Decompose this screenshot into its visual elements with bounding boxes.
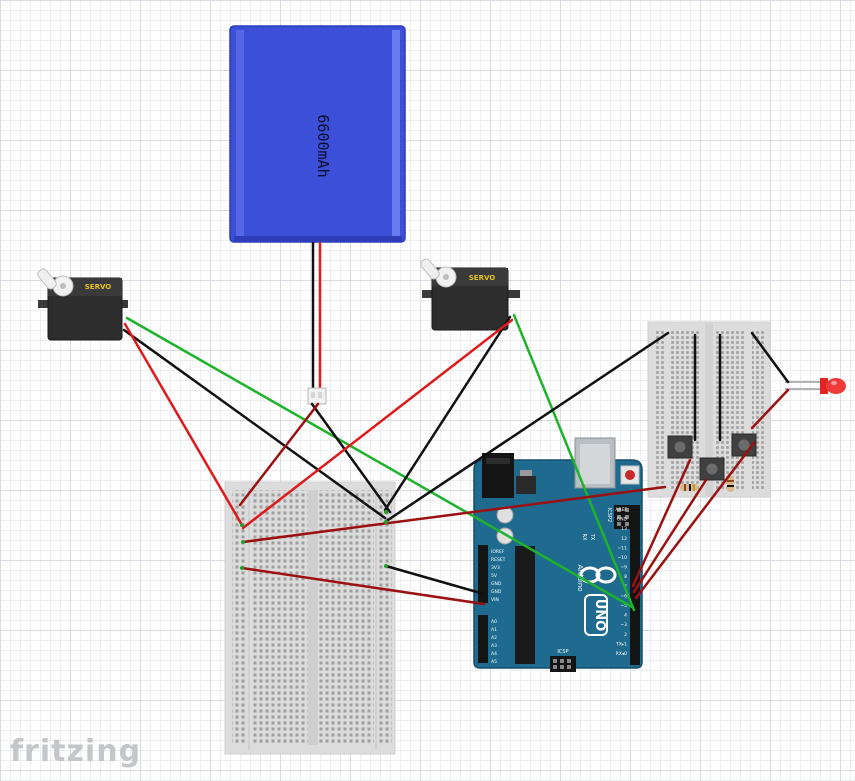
wire-black-led: [750, 331, 790, 384]
digital-header[interactable]: [630, 505, 640, 665]
atmega-chip: [515, 546, 535, 664]
servo-right-label: SERVO: [469, 274, 496, 282]
servo-right[interactable]: SERVO: [419, 257, 520, 331]
power-pin-label: VIN: [491, 597, 499, 603]
power-pin-label: 5V: [491, 573, 498, 579]
wire-darkred-bb-rbb: [241, 485, 667, 544]
power-pin-labels: IOREF RESET 3V3 5V GND GND VIN: [491, 549, 506, 603]
digital-pin-label: ~3: [620, 622, 627, 628]
power-pin-label: IOREF: [491, 549, 505, 555]
wire-endpoints: [240, 510, 388, 570]
resistor-2[interactable]: [727, 476, 734, 492]
analog-pin-label: A3: [491, 643, 497, 649]
analog-pin-label: A0: [491, 619, 497, 625]
power-pin-label: RESET: [491, 557, 506, 563]
wire-darkred-led: [750, 388, 790, 430]
power-pin-label: 3V3: [491, 565, 500, 571]
red-led[interactable]: [785, 378, 846, 394]
battery-connector[interactable]: [307, 387, 327, 405]
analog-header[interactable]: [478, 615, 488, 663]
digital-pin-label: ~6: [620, 593, 627, 599]
pushbutton-3[interactable]: [699, 457, 725, 481]
digital-pin-label: 2: [624, 632, 627, 638]
wire-darkred-pin-2: [632, 478, 708, 594]
digital-pin-label: ~9: [620, 565, 627, 571]
wire-red-servo-right-vcc: [241, 318, 514, 530]
digital-pin-label: 13: [621, 526, 627, 532]
wire-black-arduino-gnd: [384, 564, 486, 596]
wire-black-battery-gnd: [310, 402, 392, 514]
wire-darkred-arduino-5v: [240, 566, 486, 606]
servo-left[interactable]: SERVO: [36, 267, 128, 341]
digital-pin-label: ~10: [618, 555, 628, 561]
analog-pin-label: A4: [491, 651, 497, 657]
wire-green-servo-right-signal: [512, 313, 636, 612]
wire-red-servo-left-vcc: [123, 322, 244, 527]
rx-label: RX: [581, 534, 587, 541]
tx-label: TX: [589, 533, 595, 541]
digital-pin-label: 12: [621, 536, 627, 542]
wire-green-servo-left-signal: [125, 316, 634, 609]
wire-darkred-pin-1: [631, 458, 692, 588]
pushbutton-2[interactable]: [731, 433, 757, 457]
digital-pin-label: RX◂0: [616, 651, 627, 657]
uno-label: UNO: [592, 599, 607, 632]
digital-pin-label: ~5: [620, 603, 627, 609]
power-header[interactable]: [478, 545, 488, 603]
pushbutton-1[interactable]: [667, 435, 693, 459]
digital-pin-label: 4: [624, 613, 627, 619]
wire-darkred-battery-vcc: [238, 402, 320, 507]
fritzing-watermark: fritzing: [10, 734, 142, 769]
wire-black-rbb-gnd: [383, 331, 670, 524]
icsp2-label: ICSP2: [606, 508, 612, 522]
power-pin-label: GND: [491, 589, 502, 595]
icsp-label: ICSP: [557, 649, 568, 655]
digital-pin-label: TX▸1: [615, 641, 627, 647]
wire-black-servo-left-gnd: [122, 328, 387, 520]
wire-darkred-pin-3: [634, 441, 756, 600]
analog-pin-label: A2: [491, 635, 497, 641]
digital-pin-label: 8: [624, 574, 627, 580]
breadboard-right[interactable]: [647, 321, 771, 498]
digital-pin-label: GND: [617, 517, 628, 523]
analog-pin-label: A5: [491, 659, 497, 665]
servo-left-label: SERVO: [85, 283, 112, 291]
resistor-1[interactable]: [680, 484, 698, 491]
breadboard-left[interactable]: [224, 481, 396, 755]
battery-pack[interactable]: 6600mAh: [229, 25, 406, 243]
power-pin-label: GND: [491, 581, 502, 587]
wires: [122, 313, 790, 612]
wire-black-servo-right-gnd: [383, 315, 512, 512]
digital-pin-label: AREF: [615, 507, 627, 513]
arduino-uno[interactable]: UNO Arduino ICSP ICSP2 TX RX IOREFRESET3…: [473, 437, 643, 672]
analog-pin-label: A1: [491, 627, 497, 633]
battery-capacity-label: 6600mAh: [314, 114, 332, 177]
digital-pin-label: ~11: [618, 545, 628, 551]
